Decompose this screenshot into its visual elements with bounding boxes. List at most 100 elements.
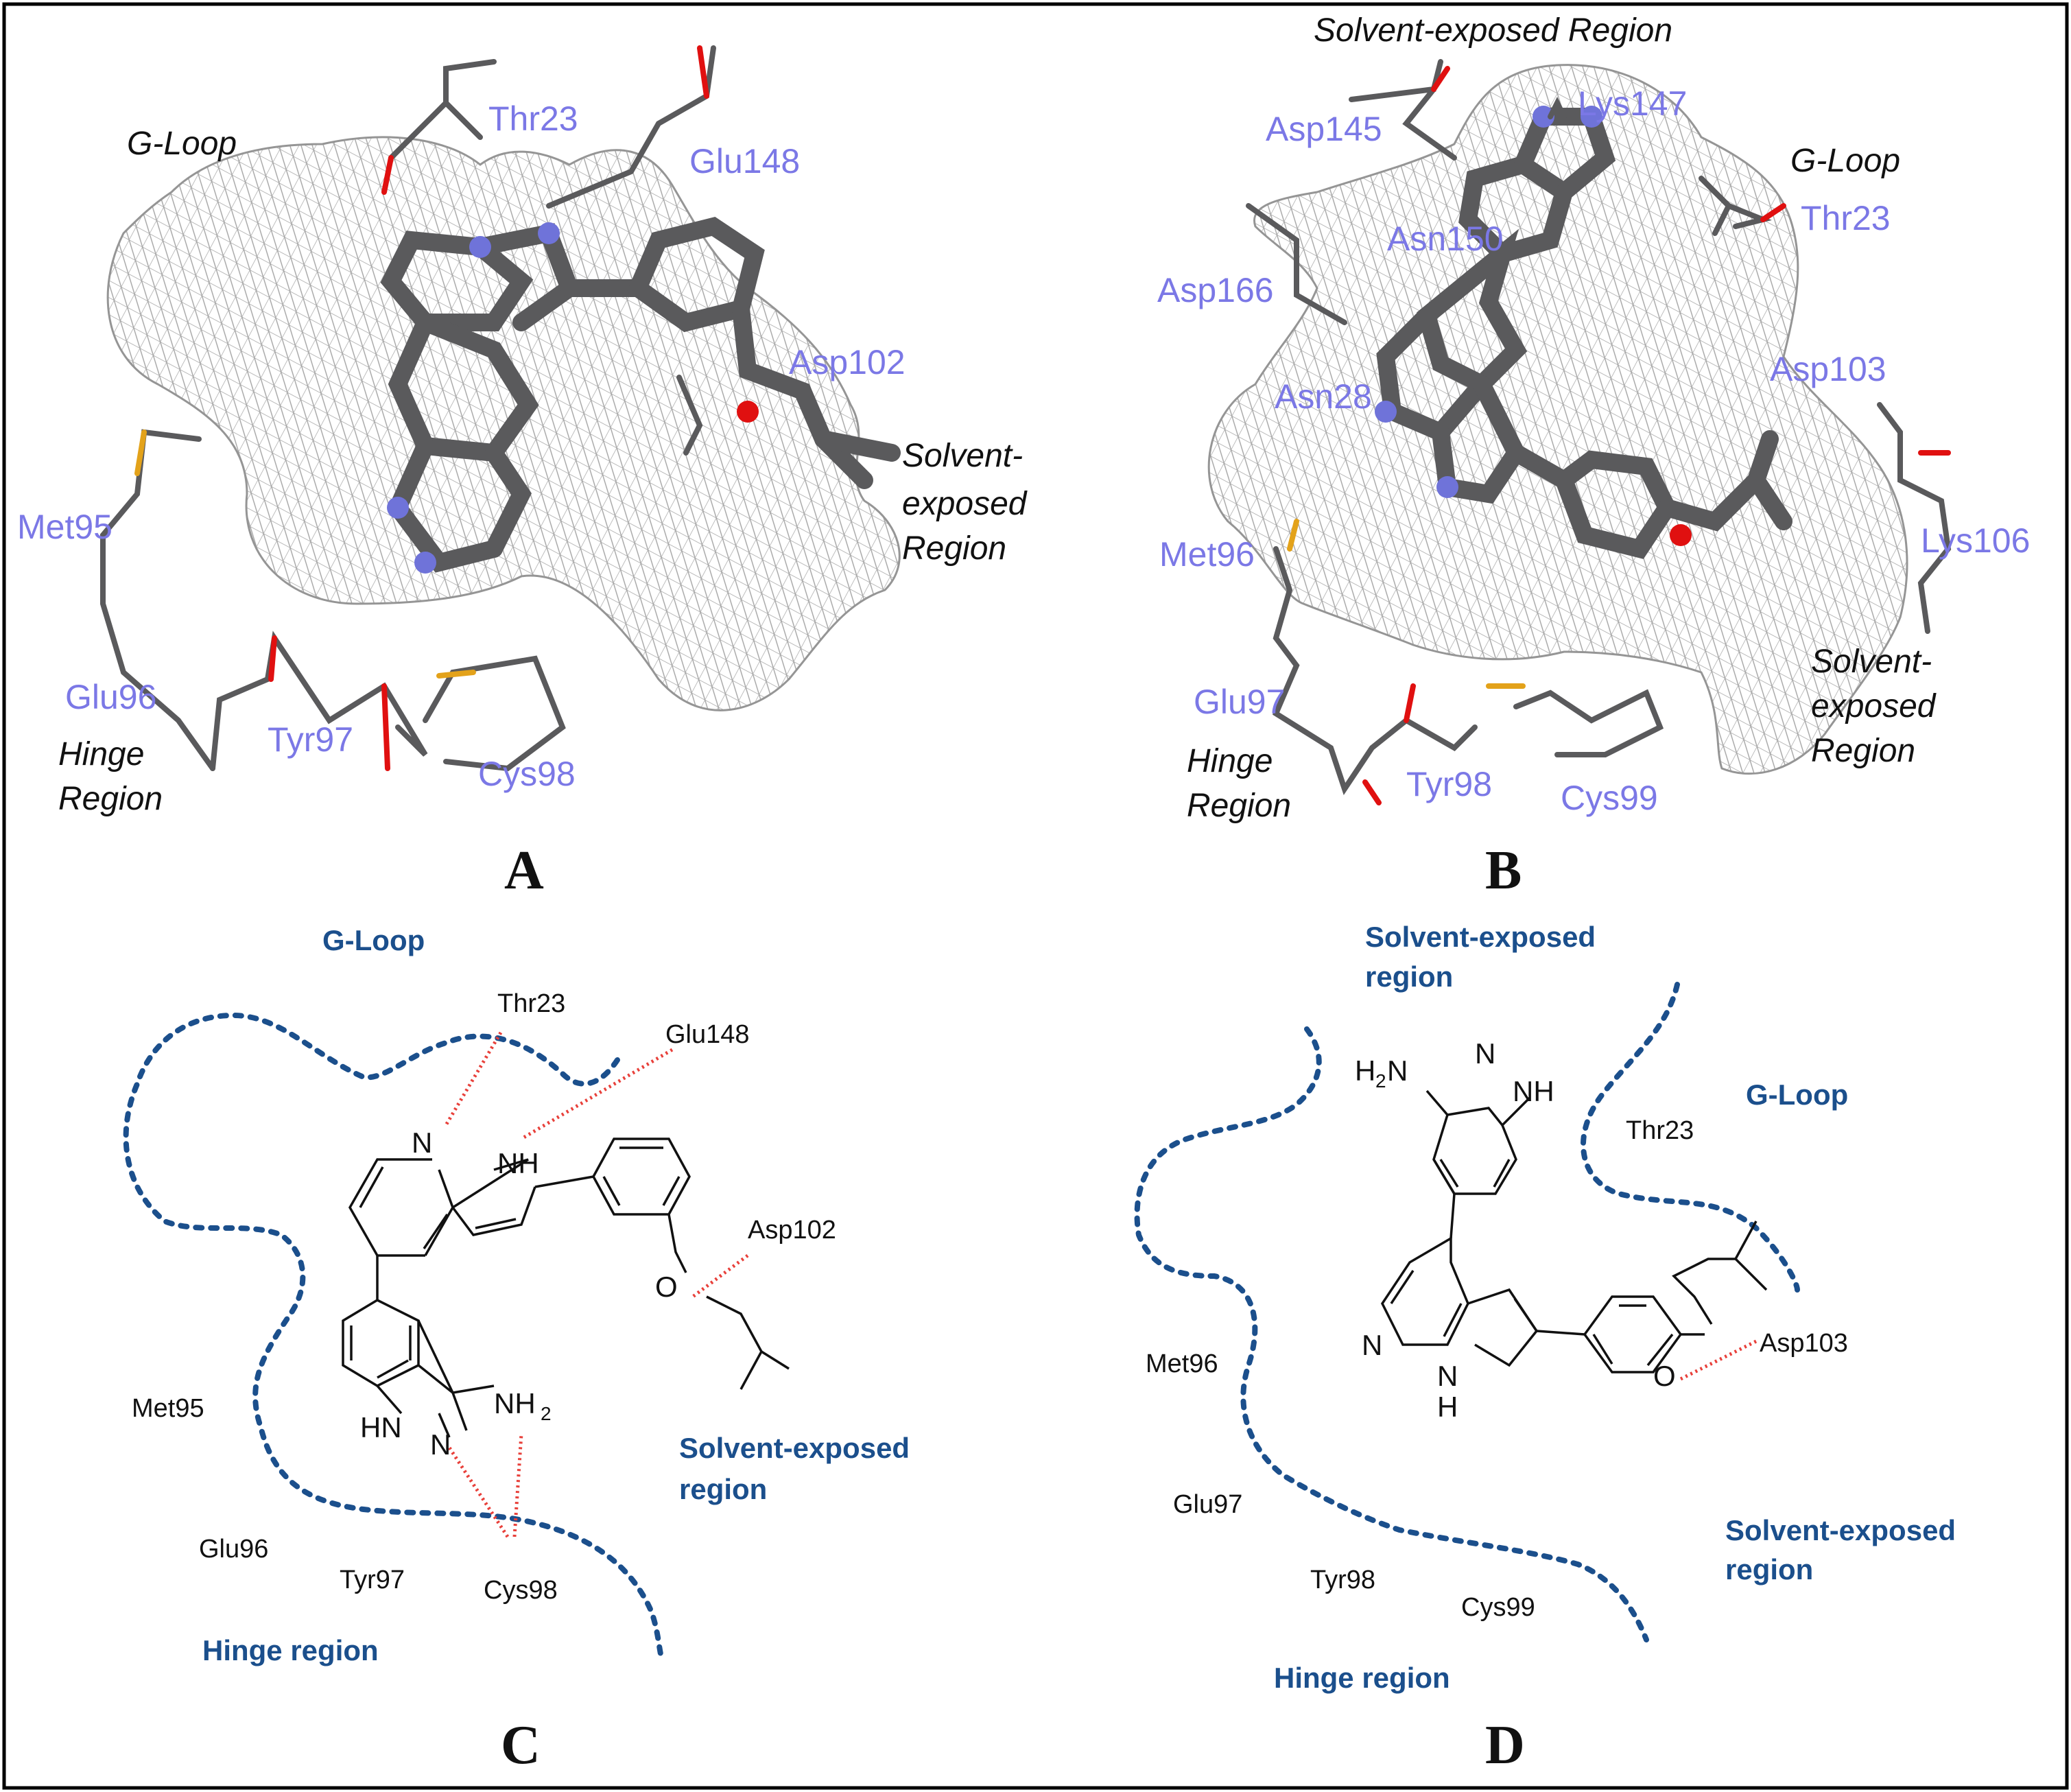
atom-label: NH bbox=[1513, 1075, 1554, 1107]
residue-label: Met96 bbox=[1159, 535, 1255, 574]
atom-label: H bbox=[1355, 1054, 1375, 1087]
ligand-atoms-b bbox=[1375, 106, 1692, 546]
ligand-atoms-a bbox=[387, 222, 759, 574]
residue-label: Asp166 bbox=[1157, 271, 1274, 309]
residue-label: Cys99 bbox=[1461, 1593, 1535, 1622]
region-label-g-loop: G-Loop bbox=[1790, 143, 1900, 179]
residue-labels-c: Thr23 Glu148 Asp102 Met95 Glu96 Tyr97 Cy… bbox=[132, 989, 836, 1605]
region-label-hinge: Hinge region bbox=[1274, 1662, 1450, 1694]
region-label-solvent: Solvent- bbox=[902, 438, 1023, 474]
residue-label: Asp102 bbox=[748, 1216, 836, 1245]
region-label-solvent: exposed bbox=[1811, 688, 1937, 724]
residue-label: Glu148 bbox=[689, 142, 800, 180]
residue-label: Glu97 bbox=[1173, 1490, 1242, 1519]
residue-label: Asn150 bbox=[1387, 220, 1504, 258]
residue-label: Cys98 bbox=[478, 755, 576, 793]
residue-label: Asp103 bbox=[1760, 1329, 1848, 1358]
atom-label: N bbox=[1475, 1037, 1495, 1070]
residue-label: Asp103 bbox=[1770, 350, 1886, 388]
residue-label: Glu96 bbox=[65, 678, 156, 716]
atom-label: N bbox=[430, 1428, 451, 1461]
ligand-sticks-a bbox=[380, 216, 901, 573]
atom-label: N bbox=[412, 1127, 432, 1159]
residue-label: Cys99 bbox=[1561, 779, 1658, 817]
atom-label: O bbox=[1653, 1360, 1676, 1392]
residue-heteroatoms-a bbox=[134, 45, 709, 771]
residue-label: Thr23 bbox=[1626, 1116, 1694, 1145]
region-label-g-loop: G-Loop bbox=[127, 126, 237, 162]
residue-label: Lys106 bbox=[1921, 521, 2030, 560]
atom-label: O bbox=[655, 1271, 678, 1303]
residue-label: Glu97 bbox=[1194, 683, 1285, 721]
region-label-solvent: Region bbox=[902, 530, 1006, 567]
interaction-lines-c bbox=[444, 1031, 749, 1538]
panel-letter-d: D bbox=[1485, 1715, 1525, 1776]
panel-d: H 2 N N NH N N H O Thr23 Asp103 Met96 Gl… bbox=[1134, 921, 1956, 1776]
residue-heteroatoms-b bbox=[1287, 66, 1951, 805]
region-label-hinge: Hinge region bbox=[202, 1634, 379, 1666]
atom-label: N bbox=[1387, 1054, 1408, 1087]
residue-label: Tyr97 bbox=[340, 1566, 405, 1594]
interaction-lines-d bbox=[1679, 1339, 1758, 1381]
residue-label: Thr23 bbox=[1801, 199, 1891, 237]
pocket-surface-a bbox=[106, 136, 901, 711]
residue-label: Met95 bbox=[132, 1394, 204, 1423]
residue-labels-d: Thr23 Asp103 Met96 Glu97 Tyr98 Cys99 bbox=[1146, 1116, 1848, 1622]
panel-b: Asp145 Lys147 Thr23 Asn150 Asp166 Asp103… bbox=[1157, 12, 2030, 901]
atom-label: HN bbox=[360, 1411, 402, 1443]
region-label-solvent: region bbox=[679, 1473, 767, 1505]
region-label-g-loop: G-Loop bbox=[322, 924, 425, 956]
region-label-hinge: Region bbox=[1187, 788, 1291, 824]
region-label-solvent: exposed bbox=[902, 486, 1028, 522]
residue-label: Met95 bbox=[17, 508, 113, 546]
region-label-solvent-top: Solvent-exposed bbox=[1365, 921, 1596, 953]
panel-letter-a: A bbox=[504, 840, 544, 901]
panel-c: N NH O HN N NH 2 Thr23 Glu148 Asp102 Met… bbox=[123, 924, 910, 1776]
pocket-boundary-d-right bbox=[1581, 982, 1800, 1293]
atom-label: NH bbox=[494, 1387, 536, 1419]
residue-labels-b: Asp145 Lys147 Thr23 Asn150 Asp166 Asp103… bbox=[1157, 84, 2030, 817]
residue-label: Asp145 bbox=[1266, 110, 1382, 148]
region-label-solvent: region bbox=[1725, 1553, 1813, 1585]
residue-label: Thr23 bbox=[497, 989, 565, 1018]
residue-label: Cys98 bbox=[484, 1576, 558, 1605]
residue-label: Glu96 bbox=[199, 1535, 268, 1564]
residue-label: Asp102 bbox=[789, 343, 906, 381]
region-label-g-loop: G-Loop bbox=[1746, 1078, 1848, 1111]
ligand-atoms-d: H 2 N N NH N N H O bbox=[1355, 1037, 1676, 1423]
region-label-hinge: Hinge bbox=[58, 736, 144, 773]
region-label-solvent-top: region bbox=[1365, 960, 1453, 993]
residue-label: Lys147 bbox=[1578, 84, 1687, 123]
panel-a: Thr23 Glu148 Asp102 Met95 Glu96 Tyr97 Cy… bbox=[17, 45, 1028, 901]
atom-label: N bbox=[1437, 1360, 1458, 1392]
residue-label: Tyr98 bbox=[1310, 1566, 1375, 1594]
region-labels-d: Solvent-exposed region G-Loop Solvent-ex… bbox=[1274, 921, 1956, 1694]
atom-subscript: 2 bbox=[1375, 1070, 1386, 1092]
atom-label: NH bbox=[497, 1147, 539, 1179]
atom-subscript: 2 bbox=[541, 1403, 552, 1424]
pocket-boundary-d-left bbox=[1134, 1026, 1649, 1642]
atom-label: N bbox=[1362, 1329, 1382, 1361]
region-label-hinge: Region bbox=[58, 781, 163, 817]
region-label-hinge: Hinge bbox=[1187, 743, 1273, 779]
pocket-surface-b bbox=[1207, 64, 1908, 775]
region-label-solvent-top: Solvent-exposed Region bbox=[1314, 12, 1672, 49]
pocket-boundary-c bbox=[123, 1012, 665, 1663]
residue-label: Tyr98 bbox=[1406, 765, 1492, 803]
region-label-solvent: Solvent- bbox=[1811, 644, 1932, 680]
region-label-solvent: Region bbox=[1811, 733, 1915, 769]
region-labels-c: G-Loop Solvent-exposed region Hinge regi… bbox=[202, 924, 910, 1666]
ligand-structure-d bbox=[1380, 1089, 1768, 1374]
residue-label: Met96 bbox=[1146, 1349, 1218, 1378]
ligand-structure-c bbox=[342, 1137, 790, 1438]
residue-label: Asn28 bbox=[1275, 377, 1372, 416]
region-labels-b: Solvent-exposed Region G-Loop Solvent- e… bbox=[1187, 12, 1937, 824]
residue-label: Thr23 bbox=[488, 99, 578, 138]
ligand-atoms-c: N NH O HN N NH 2 bbox=[360, 1127, 678, 1461]
atom-label: H bbox=[1437, 1391, 1458, 1423]
region-labels-a: G-Loop Solvent- exposed Region Hinge Reg… bbox=[58, 126, 1028, 817]
panel-letter-c: C bbox=[501, 1715, 541, 1776]
panel-letter-b: B bbox=[1485, 840, 1522, 901]
